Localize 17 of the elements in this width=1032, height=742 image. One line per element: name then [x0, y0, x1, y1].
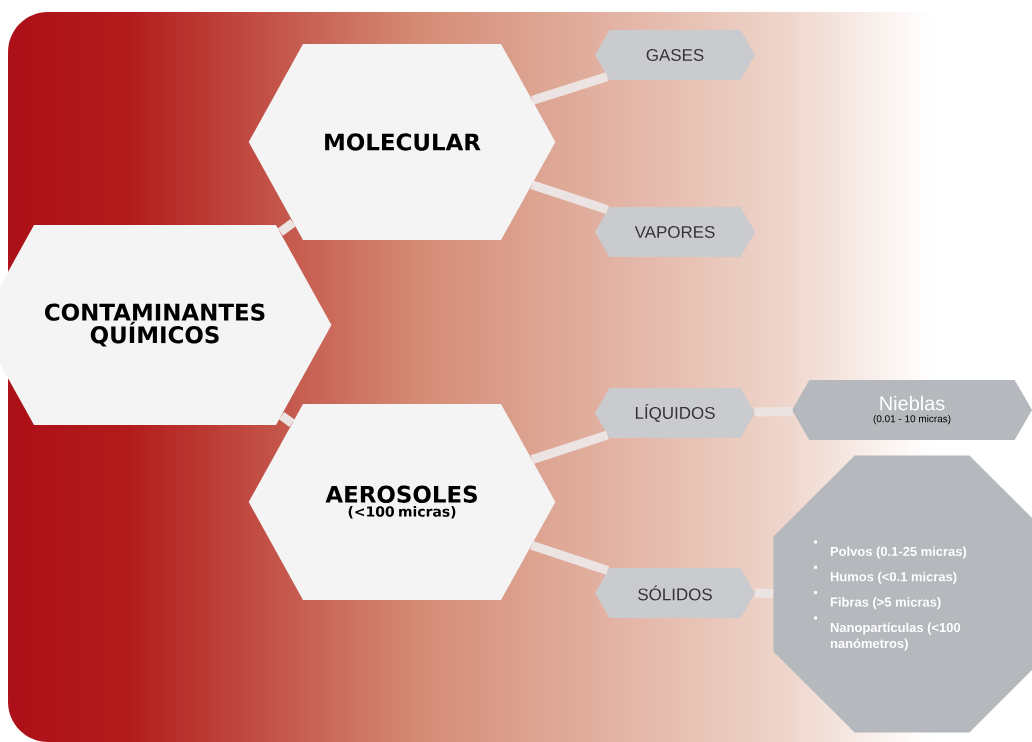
octagon-box: Polvos (0.1-25 micras) Humos (<0.1 micras) Fibras (>5 micras) Nanopartículas (<100 nanómetros) [773, 455, 1032, 733]
hexagon: CONTAMINANTES QUÍMICOS [0, 225, 332, 425]
connector-line [755, 588, 774, 598]
connector-line [530, 540, 610, 575]
connector-line [531, 72, 609, 105]
hexagon: MOLECULAR [248, 44, 556, 240]
connector-line [754, 407, 793, 417]
info-box: Nieblas (0.01 - 10 micras) [792, 380, 1032, 440]
category-tag: VAPORES [595, 207, 755, 257]
connector-line [530, 180, 609, 215]
connector-line [278, 411, 295, 427]
category-tag: SÓLIDOS [595, 568, 755, 618]
connector-line [530, 430, 609, 464]
category-tag: GASES [595, 30, 755, 80]
category-tag: LÍQUIDOS [595, 388, 755, 438]
hexagon: AEROSOLES (<100 micras) [248, 404, 556, 600]
connector-line [277, 219, 296, 236]
